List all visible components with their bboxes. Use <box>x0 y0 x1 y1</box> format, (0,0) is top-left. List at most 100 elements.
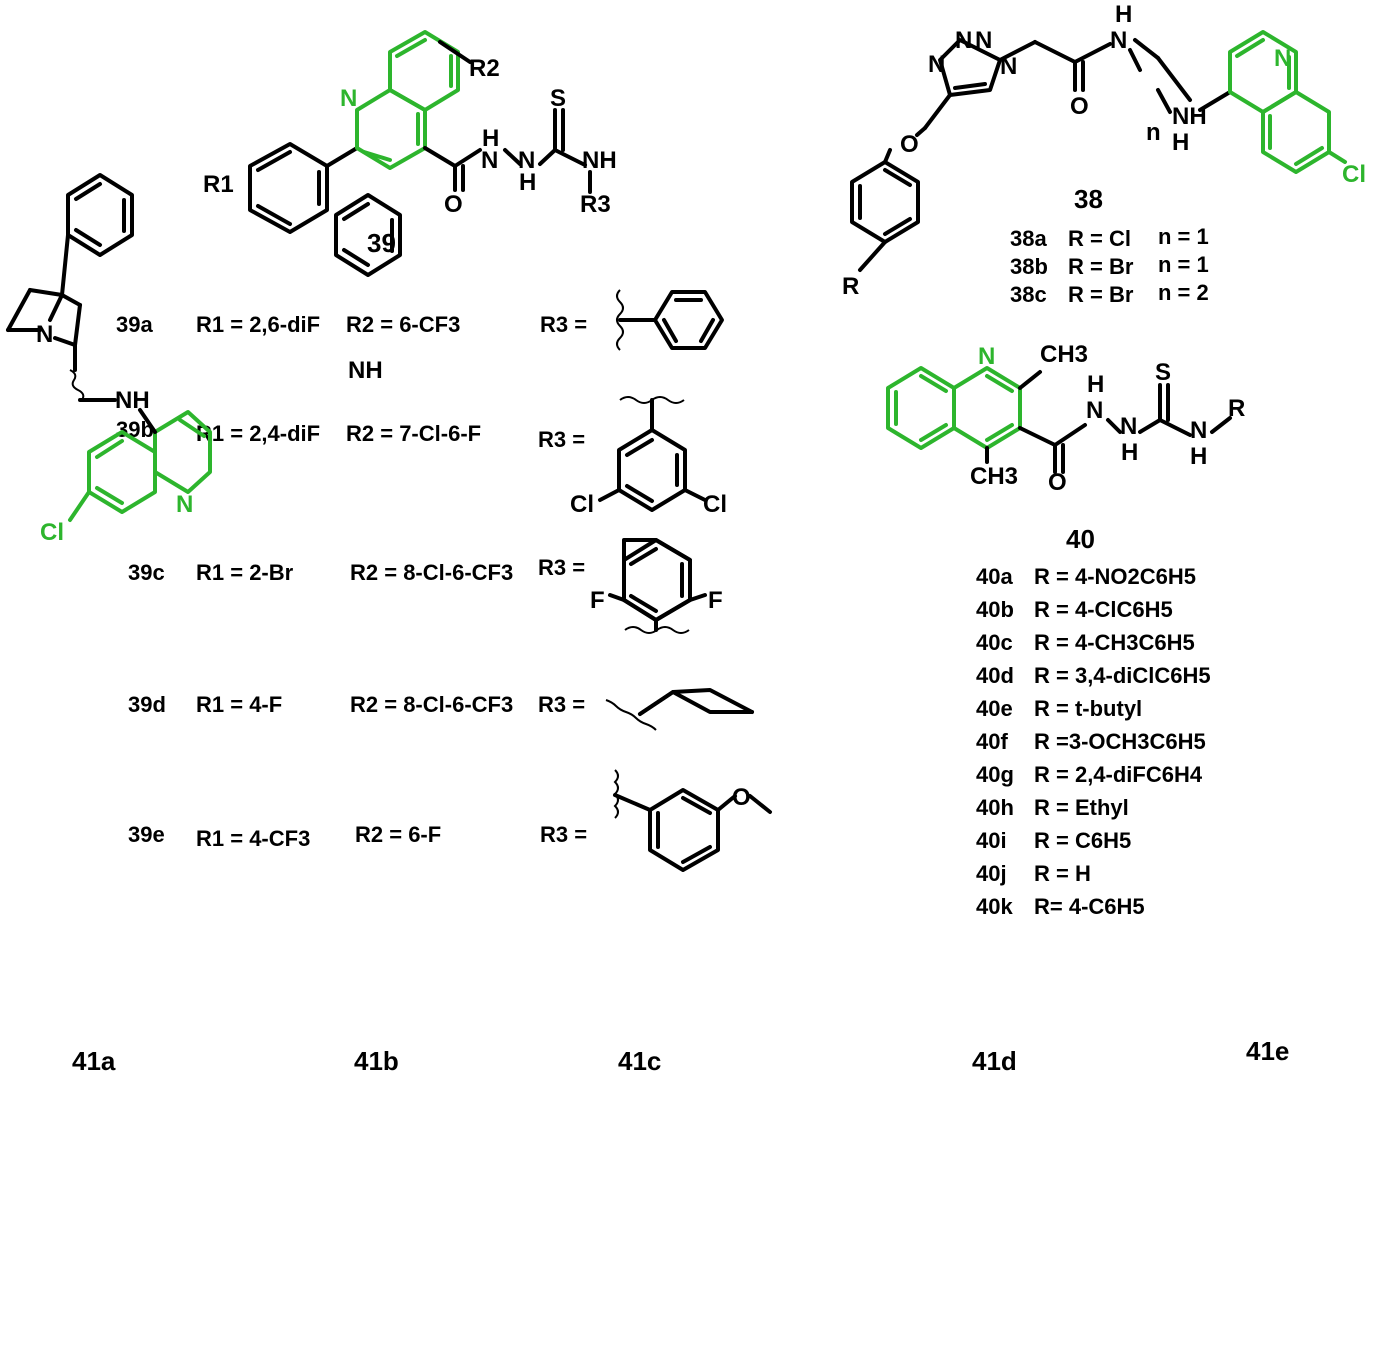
variant-r3: R3 = <box>540 312 587 337</box>
atom-label-CH3: CH3 <box>970 463 1018 490</box>
atom-label-O: O <box>444 191 463 218</box>
variant-n: n = 1 <box>1158 224 1209 249</box>
atom-label-N: N <box>978 343 995 370</box>
variant-r: R = H <box>1034 861 1091 886</box>
phenyl-ring <box>66 173 134 257</box>
variant-r2: R2 = 6-F <box>355 822 441 847</box>
quinoline-pyridine-ring <box>355 88 427 170</box>
compound-number-40: 40 <box>1066 524 1095 554</box>
atom-label-O: O <box>1070 93 1089 120</box>
atom-label-Cl: Cl <box>40 519 64 546</box>
structure-41a <box>6 173 212 522</box>
variant-r: R = Br <box>1068 254 1134 279</box>
variant-id: 39c <box>128 560 165 585</box>
variant-id: 40h <box>976 795 1014 820</box>
variant-r: R = Ethyl <box>1034 795 1129 820</box>
atom-label-H: H <box>1087 371 1104 398</box>
variant-r1: R1 = 2,6-diF <box>196 312 320 337</box>
atom-label-N: N <box>1086 397 1103 424</box>
compound-number-41c: 41c <box>618 1046 661 1076</box>
variants-39: 39a R1 = 2,6-diF R2 = 6-CF3 R3 = 39b R1 … <box>116 312 587 851</box>
atom-label-R: R <box>842 273 859 300</box>
phenyl-ring <box>248 142 329 234</box>
variant-r2: R2 = 8-Cl-6-CF3 <box>350 560 513 585</box>
atom-label-N: N <box>176 491 193 518</box>
variant-r: R = C6H5 <box>1034 828 1131 853</box>
variant-id: 40g <box>976 762 1014 787</box>
r3-39d-butyl <box>605 688 754 731</box>
atom-label-S: S <box>550 85 566 112</box>
atom-label-Cl: Cl <box>1342 161 1366 188</box>
variant-id: 40d <box>976 663 1014 688</box>
r3-39c-difluorophenyl <box>608 538 707 634</box>
atom-label-Cl: Cl <box>703 491 727 518</box>
atom-label-R3: R3 <box>580 191 611 218</box>
variant-id: 40i <box>976 828 1007 853</box>
variant-id: 40b <box>976 597 1014 622</box>
r3-39e-methoxyphenyl <box>613 769 772 872</box>
structure-40 <box>886 366 1232 474</box>
atom-label-NH: NH <box>582 147 617 174</box>
atom-label-N: N <box>975 27 992 54</box>
variant-r3: R3 = <box>538 555 585 580</box>
phenyl-ring <box>334 193 402 277</box>
compound-number-41d: 41d <box>972 1046 1017 1076</box>
r3-39a-phenyl <box>616 289 724 351</box>
atom-label-CH3: CH3 <box>1040 341 1088 368</box>
variant-r: R= 4-C6H5 <box>1034 894 1145 919</box>
variant-id: 39d <box>128 692 166 717</box>
atom-label-NH: NH <box>1172 103 1207 130</box>
atom-label-H: H <box>482 125 499 152</box>
variants-40: 40a R = 4-NO2C6H5 40b R = 4-ClC6H5 40c R… <box>976 564 1211 919</box>
variant-r2: R2 = 6-CF3 <box>346 312 460 337</box>
triazole-ring <box>938 38 1002 97</box>
structure-41b <box>334 193 402 277</box>
atom-label-H: H <box>1121 439 1138 466</box>
variant-r: R = 3,4-diClC6H5 <box>1034 663 1211 688</box>
variant-id: 40j <box>976 861 1007 886</box>
atom-label-N: N <box>1190 417 1207 444</box>
atom-label-N: N <box>1110 27 1127 54</box>
atom-label-N: N <box>955 27 972 54</box>
atom-label-NH: NH <box>115 387 150 414</box>
variant-r1: R1 = 2,4-diF <box>196 421 320 446</box>
atom-label-H: H <box>1115 1 1132 28</box>
variant-r: R = t-butyl <box>1034 696 1142 721</box>
variant-id: 39a <box>116 312 153 337</box>
variant-r1: R1 = 2-Br <box>196 560 294 585</box>
structure-39 <box>248 30 592 234</box>
atom-label-N: N <box>928 51 945 78</box>
variant-r1: R1 = 4-F <box>196 692 282 717</box>
compound-number-38: 38 <box>1074 184 1103 214</box>
compound-number-41b: 41b <box>354 1046 399 1076</box>
variant-id: 38a <box>1010 226 1047 251</box>
variant-n: n = 1 <box>1158 252 1209 277</box>
variant-r3: R3 = <box>540 822 587 847</box>
variant-id: 40a <box>976 564 1013 589</box>
structure-38 <box>850 30 1347 272</box>
atom-label-O: O <box>732 784 751 811</box>
variants-38: 38a R = Cl n = 1 38b R = Br n = 1 38c R … <box>1010 224 1209 307</box>
variant-r: R = 2,4-diFC6H4 <box>1034 762 1203 787</box>
compound-number-41e: 41e <box>1246 1036 1289 1066</box>
variant-r2: R2 = 8-Cl-6-CF3 <box>350 692 513 717</box>
variant-r: R = Br <box>1068 282 1134 307</box>
quinoline-benzene-ring <box>388 30 460 112</box>
quinoline-benzene-ring <box>87 430 157 514</box>
atom-label-O: O <box>900 131 919 158</box>
atom-label-H: H <box>1172 129 1189 156</box>
atom-label-R: R <box>1228 395 1245 422</box>
variant-n: n = 2 <box>1158 280 1209 305</box>
atom-label-F: F <box>708 587 723 614</box>
atom-label-R2: R2 <box>469 55 500 82</box>
atom-label-NH: NH <box>348 357 383 384</box>
variant-id: 38c <box>1010 282 1047 307</box>
atom-label-N: N <box>481 147 498 174</box>
atom-label-N: N <box>518 147 535 174</box>
variant-r1: R1 = 4-CF3 <box>196 826 310 851</box>
variant-id: 40f <box>976 729 1008 754</box>
atom-label-N: N <box>340 85 357 112</box>
variant-id: 40k <box>976 894 1013 919</box>
